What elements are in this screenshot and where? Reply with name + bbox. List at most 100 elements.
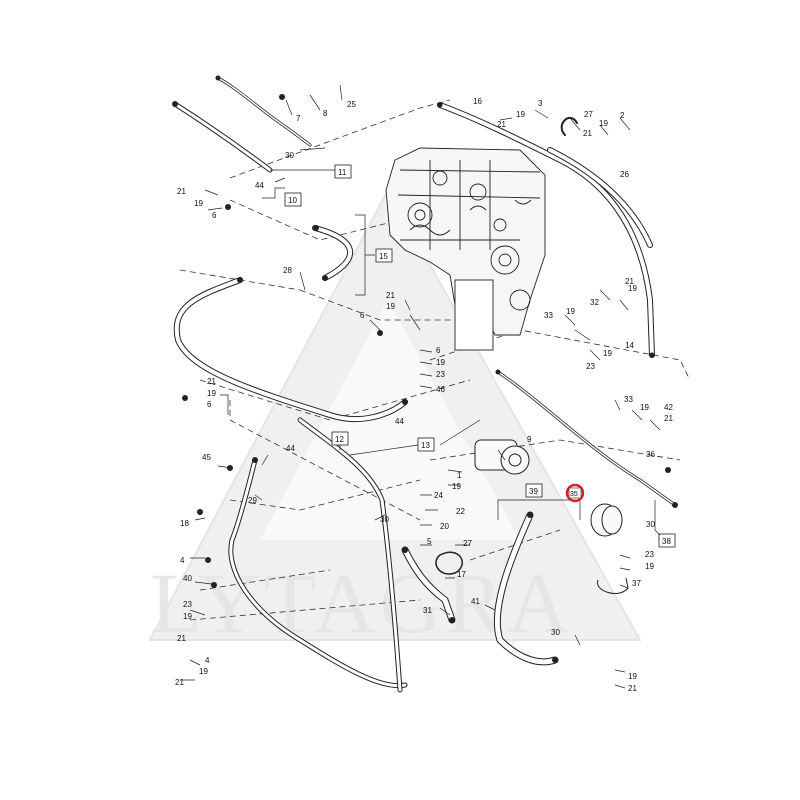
callout-19: 19	[645, 562, 654, 571]
callout-19: 19	[194, 199, 203, 208]
callout-26: 26	[620, 170, 629, 179]
callout-16: 16	[473, 97, 482, 106]
callout-19: 19	[199, 667, 208, 676]
box-10: 10	[284, 192, 302, 207]
box-15: 15	[375, 248, 393, 263]
filter-drier	[590, 503, 629, 594]
callout-27: 27	[463, 539, 472, 548]
box-13: 13	[349, 419, 481, 456]
callout-30: 30	[380, 515, 389, 524]
boxed-callouts: 11 10 15 13 12 39 38	[220, 164, 676, 548]
callout-28: 28	[283, 266, 292, 275]
callout-19: 19	[516, 110, 525, 119]
callout-8: 8	[323, 109, 328, 118]
callout-19: 19	[452, 482, 461, 491]
callout-6: 6	[436, 346, 441, 355]
callout-18: 18	[180, 519, 189, 528]
callout-19: 19	[628, 284, 637, 293]
callout-3: 3	[538, 99, 543, 108]
callout-33: 33	[624, 395, 633, 404]
callout-5: 5	[427, 537, 432, 546]
callout-44: 44	[255, 181, 264, 190]
callout-21: 21	[583, 129, 592, 138]
svg-text:13: 13	[421, 441, 430, 450]
callout-27: 27	[584, 110, 593, 119]
callout-19: 19	[599, 119, 608, 128]
callout-21: 21	[497, 120, 506, 129]
callout-4: 4	[205, 656, 210, 665]
hoses	[172, 76, 677, 693]
callout-20: 20	[440, 522, 449, 531]
compressor	[474, 439, 530, 475]
svg-text:38: 38	[662, 537, 671, 546]
callout-41: 41	[471, 597, 480, 606]
callout-44: 44	[286, 444, 295, 453]
callout-24: 24	[434, 491, 443, 500]
callout-6: 6	[360, 311, 365, 320]
callout-9: 9	[527, 435, 532, 444]
callout-21: 21	[628, 684, 637, 693]
callout-37: 37	[632, 579, 641, 588]
box-38: 38	[654, 500, 676, 548]
callout-21: 21	[175, 678, 184, 687]
callout-19: 19	[628, 672, 637, 681]
callout-17: 17	[457, 570, 466, 579]
callout-19: 19	[566, 307, 575, 316]
callout-21: 21	[664, 414, 673, 423]
box-39: 39	[497, 483, 581, 520]
callout-23: 23	[586, 362, 595, 371]
callout-21: 21	[386, 291, 395, 300]
callout-36: 36	[646, 450, 655, 459]
callout-19: 19	[386, 302, 395, 311]
callout-44: 44	[395, 417, 404, 426]
callout-30: 30	[551, 628, 560, 637]
svg-text:39: 39	[529, 487, 538, 496]
callout-31: 31	[423, 606, 432, 615]
callout-32: 32	[590, 298, 599, 307]
callout-19: 19	[436, 358, 445, 367]
svg-text:15: 15	[379, 252, 388, 261]
callout-23: 23	[183, 600, 192, 609]
callout-45: 45	[202, 453, 211, 462]
callout-7: 7	[296, 114, 301, 123]
callout-19: 19	[603, 349, 612, 358]
callout-30: 30	[646, 520, 655, 529]
svg-text:11: 11	[338, 168, 347, 177]
callout-25: 25	[347, 100, 356, 109]
callout-23: 23	[645, 550, 654, 559]
callout-29: 29	[248, 496, 257, 505]
highlight-ring	[565, 483, 585, 503]
callout-1: 1	[457, 471, 462, 480]
callout-40: 40	[183, 574, 192, 583]
callout-22: 22	[456, 507, 465, 516]
callout-30: 30	[285, 151, 294, 160]
callout-labels: 7 8 25 30 44 21 19 6 28 16 19 3 21 27 19…	[175, 97, 673, 693]
callout-42: 42	[664, 403, 673, 412]
svg-text:10: 10	[288, 196, 297, 205]
box-12: 12	[220, 394, 349, 450]
box-11: 11	[334, 164, 352, 179]
callout-21: 21	[207, 377, 216, 386]
callout-4: 4	[180, 556, 185, 565]
svg-text:12: 12	[335, 435, 344, 444]
callout-2: 2	[620, 111, 625, 120]
group-outlines	[179, 99, 691, 621]
engine-block	[385, 147, 546, 351]
callout-21: 21	[177, 187, 186, 196]
callout-6: 6	[212, 211, 217, 220]
callout-33: 33	[544, 311, 553, 320]
callout-19: 19	[207, 389, 216, 398]
fittings	[172, 75, 678, 663]
callout-21: 21	[625, 277, 634, 286]
callout-19: 19	[640, 403, 649, 412]
callout-19: 19	[183, 612, 192, 621]
callout-23: 23	[436, 370, 445, 379]
highlighted-callout-label: 35	[570, 491, 578, 498]
callout-14: 14	[625, 341, 634, 350]
leader-lines	[180, 84, 661, 689]
callout-6: 6	[207, 400, 212, 409]
highlighted-callout-35[interactable]: 35	[565, 483, 585, 503]
callout-46: 46	[436, 385, 445, 394]
